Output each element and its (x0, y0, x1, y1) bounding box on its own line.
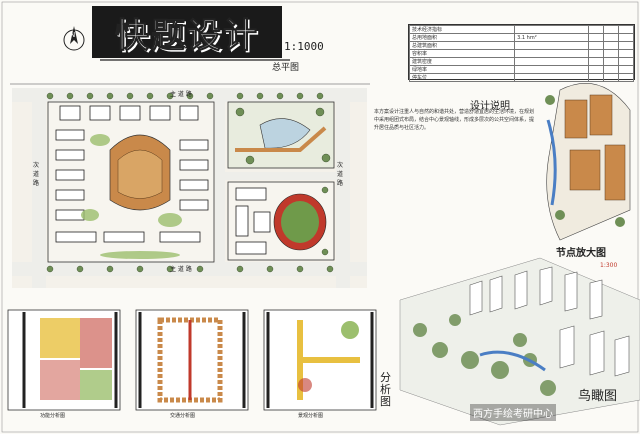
north-arrow-icon (63, 26, 85, 51)
node-enlarged-plan (545, 83, 631, 241)
plan-scale: 1:1000 (284, 40, 324, 53)
stats-cell: 容积率 (408, 49, 516, 58)
stats-cell: 停车位 (408, 73, 516, 82)
stats-cell: 总建筑面积 (408, 41, 516, 50)
analysis-label-function: 功能分析图 (40, 413, 66, 419)
design-notes-title: 设计说明 (470, 101, 510, 112)
stats-cell: 绿地率 (408, 65, 516, 74)
bird-title: 鸟瞰图 (578, 389, 618, 404)
stats-cell: 建筑密度 (408, 57, 516, 66)
analysis-diagrams (7, 309, 377, 411)
road-label-top: 主 道 路 (170, 91, 192, 98)
stats-cell: 总用地面积 (408, 33, 516, 42)
design-notes-text: 本方案设计注重人与自然的和谐共处，营造舒适宜居的生活环境，在规划中采用组团式布局… (374, 109, 535, 131)
stats-cell: 3.1 hm² (514, 33, 589, 42)
master-plan (12, 88, 367, 288)
watermark: 西方手绘考研中心 (470, 404, 556, 421)
node-scale: 1:300 (600, 262, 618, 269)
title-block: 快题设计 (92, 6, 282, 58)
analysis-label-traffic: 交通分析图 (170, 413, 196, 419)
stats-header: 技术经济指标 (408, 25, 516, 34)
analysis-label-landscape: 景观分析图 (298, 413, 324, 419)
node-title: 节点放大图 (556, 248, 606, 259)
road-label-left: 次 道 路 (33, 162, 40, 187)
plan-title: 总平图 (272, 63, 300, 73)
road-label-bottom: 主 道 路 (170, 266, 192, 273)
road-label-right: 次 道 路 (337, 162, 344, 187)
analysis-title: 分析图 (380, 371, 391, 408)
design-notes: 设计说明 本方案设计注重人与自然的和谐共处，营造舒适宜居的生活环境，在规划中采用… (374, 101, 535, 233)
birds-eye-view (399, 257, 640, 426)
title-text: 快题设计 (115, 15, 259, 56)
compass-label: N (70, 31, 76, 39)
